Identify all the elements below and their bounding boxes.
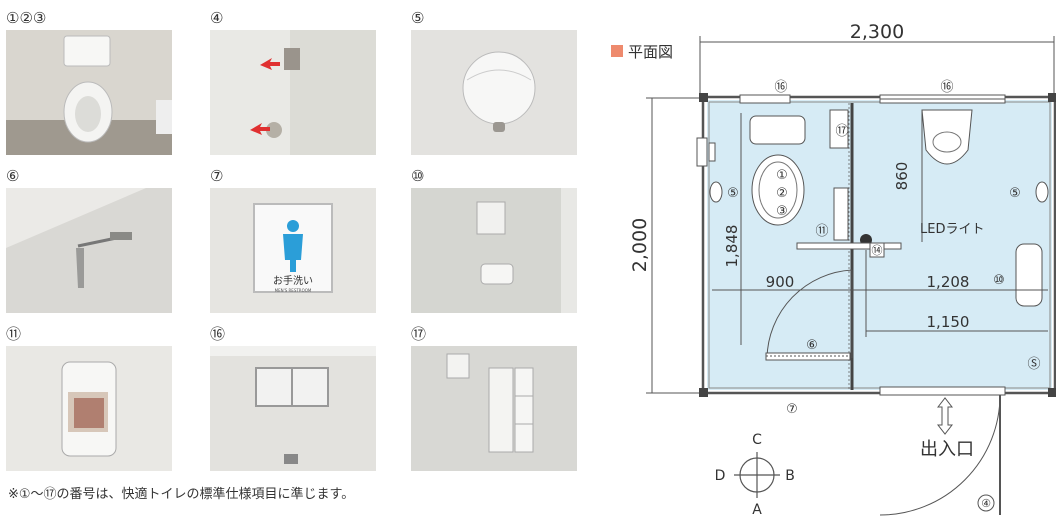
dispenser-label: ⑪ bbox=[815, 224, 828, 239]
window-right-label: ⑯ bbox=[940, 80, 953, 95]
grab-bar bbox=[796, 242, 902, 250]
basin bbox=[1015, 243, 1043, 307]
photo-number: ⑯ bbox=[210, 325, 226, 343]
toilet-num-1: ① bbox=[776, 168, 788, 183]
photo-number: ⑰ bbox=[411, 325, 427, 343]
dim-width-total: 2,300 bbox=[850, 21, 904, 43]
photo-cell-handrail: ⑥ bbox=[6, 168, 172, 313]
dim-1848: 1,848 bbox=[723, 225, 741, 268]
dispenser bbox=[833, 187, 849, 241]
svg-text:お手洗い: お手洗い bbox=[273, 274, 313, 287]
legend-label: 平面図 bbox=[628, 43, 673, 61]
photo-cell-window: ⑯ bbox=[210, 326, 376, 471]
photo-hand-wash-basin bbox=[411, 188, 577, 313]
cabinet-label: ⑰ bbox=[835, 124, 848, 139]
entrance-door-swing bbox=[879, 394, 1001, 516]
toilet-num-2: ② bbox=[776, 186, 788, 201]
photo-handrail bbox=[6, 188, 172, 313]
photo-cell-toilet: ①②③ bbox=[6, 10, 172, 155]
outer-wall bbox=[701, 95, 1056, 395]
led-label: LEDライト bbox=[920, 222, 984, 237]
legend-swatch bbox=[611, 45, 623, 57]
photo-window bbox=[210, 346, 376, 471]
entrance-label: 出入口 bbox=[920, 439, 974, 460]
compass-south: A bbox=[752, 502, 762, 518]
svg-text:MEN'S RESTROOM: MEN'S RESTROOM bbox=[275, 288, 312, 293]
basin-label: ⑩ bbox=[993, 273, 1005, 288]
window-left bbox=[739, 94, 791, 104]
photo-number: ⑦ bbox=[210, 167, 224, 185]
dim-900: 900 bbox=[766, 273, 795, 291]
entrance-arrow-icon bbox=[936, 397, 954, 435]
urinal-item-label: ⑭ bbox=[872, 244, 883, 257]
photo-cell-hand-wash-basin: ⑩ bbox=[411, 168, 577, 313]
photo-number: ⑤ bbox=[411, 9, 425, 27]
photo-ceiling-light bbox=[411, 30, 577, 155]
toilet-num-3: ③ bbox=[776, 204, 788, 219]
photo-shelf-cabinet bbox=[411, 346, 577, 471]
photo-number: ⑪ bbox=[6, 325, 22, 343]
dim-1208: 1,208 bbox=[927, 273, 970, 291]
dim-860: 860 bbox=[893, 162, 911, 191]
window-left-label: ⑯ bbox=[774, 80, 787, 95]
footnote: ※①～⑰の番号は、快適トイレの標準仕様項目に準じます。 bbox=[8, 487, 355, 502]
photo-number: ⑩ bbox=[411, 167, 425, 185]
photo-cell-door-lock: ④ bbox=[210, 10, 376, 155]
photo-number: ⑥ bbox=[6, 167, 20, 185]
compass-west: D bbox=[715, 468, 726, 484]
toilet-tank bbox=[749, 115, 806, 145]
photo-number: ①②③ bbox=[6, 9, 47, 27]
photo-toilet bbox=[6, 30, 172, 155]
photo-cell-paper-dispenser: ⑪ bbox=[6, 326, 172, 471]
cabinet bbox=[829, 109, 849, 149]
photo-paper-dispenser bbox=[6, 346, 172, 471]
photo-number: ④ bbox=[210, 9, 224, 27]
dim-1150: 1,150 bbox=[927, 313, 970, 331]
handrail-label: ⑥ bbox=[806, 338, 818, 353]
compass-east: B bbox=[785, 468, 795, 484]
light-left-label: ⑤ bbox=[727, 186, 739, 201]
door-lock-label: ④ bbox=[981, 497, 991, 510]
compass bbox=[734, 452, 780, 498]
interior-door-swing bbox=[766, 269, 853, 359]
s-mark: Ⓢ bbox=[1027, 357, 1040, 372]
photo-cell-shelf-cabinet: ⑰ bbox=[411, 326, 577, 471]
sign-label: ⑦ bbox=[786, 402, 798, 417]
entrance-opening bbox=[879, 386, 1006, 396]
photo-door-lock bbox=[210, 30, 376, 155]
dim-depth-total: 2,000 bbox=[629, 218, 651, 272]
photo-cell-ceiling-light: ⑤ bbox=[411, 10, 577, 155]
light-right-label: ⑤ bbox=[1009, 186, 1021, 201]
compass-north: C bbox=[752, 432, 762, 448]
